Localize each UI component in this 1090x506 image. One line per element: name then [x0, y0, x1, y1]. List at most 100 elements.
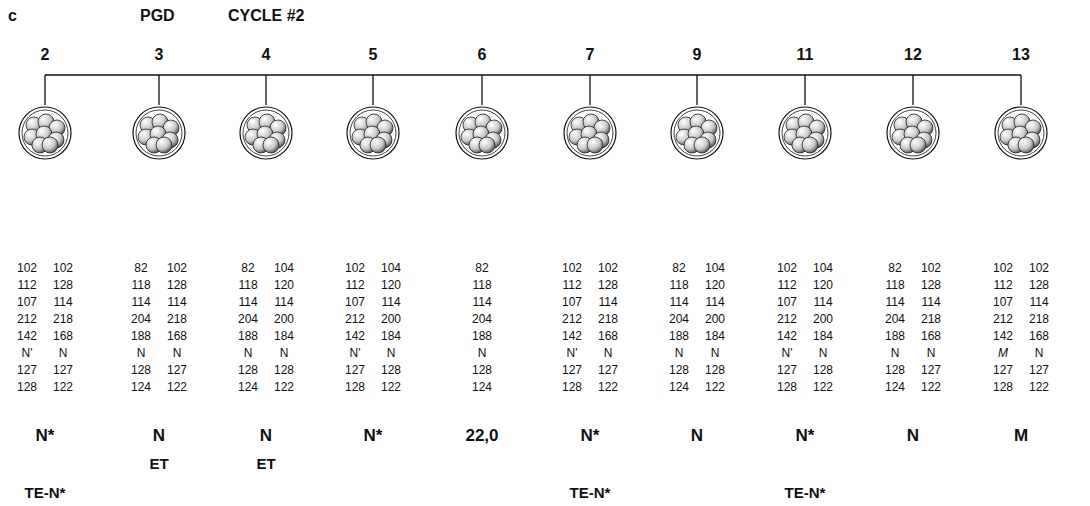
- embryo-icon: [779, 107, 831, 159]
- marker-allele: 107: [17, 296, 37, 308]
- embryo-number: 6: [478, 47, 487, 63]
- marker-allele: 82: [475, 262, 488, 274]
- marker-allele: 124: [238, 381, 258, 393]
- marker-allele: 128: [777, 381, 797, 393]
- descent-line: [158, 75, 159, 105]
- embryo-icon: [19, 107, 71, 159]
- marker-allele: 114: [53, 296, 72, 308]
- marker-allele: 128: [921, 279, 941, 291]
- marker-allele: 212: [345, 313, 365, 325]
- embryo-number: 7: [586, 47, 595, 63]
- marker-allele: 128: [167, 279, 187, 291]
- marker-allele: 188: [885, 330, 905, 342]
- marker-allele: 107: [993, 296, 1013, 308]
- marker-allele: N: [137, 347, 146, 359]
- marker-allele: 102: [921, 262, 941, 274]
- transfer-note: ET: [256, 456, 275, 471]
- marker-allele: N: [387, 347, 396, 359]
- marker-allele: 127: [53, 364, 73, 376]
- descent-line: [372, 75, 373, 105]
- marker-allele: 104: [813, 262, 833, 274]
- diagnosis-result: N: [691, 427, 703, 444]
- marker-allele: 204: [472, 313, 492, 325]
- marker-allele: 142: [562, 330, 582, 342]
- marker-allele: 104: [705, 262, 725, 274]
- marker-allele: 128: [562, 381, 582, 393]
- diagnosis-result: N: [260, 427, 272, 444]
- marker-allele: 188: [472, 330, 492, 342]
- sibship-line: [45, 74, 1021, 75]
- marker-allele: 128: [131, 364, 151, 376]
- marker-allele: 112: [777, 279, 796, 291]
- marker-allele: 127: [598, 364, 618, 376]
- marker-allele: 122: [381, 381, 401, 393]
- marker-allele: 128: [1029, 279, 1049, 291]
- panel-heading: CYCLE #2: [228, 8, 304, 24]
- marker-allele: M: [998, 347, 1008, 359]
- embryo-icon: [995, 107, 1047, 159]
- embryo-number: 2: [41, 47, 50, 63]
- trophectoderm-result: TE-N*: [25, 485, 66, 500]
- marker-allele: 142: [345, 330, 365, 342]
- diagnosis-result: N: [153, 427, 165, 444]
- marker-allele: 204: [885, 313, 905, 325]
- marker-allele: 188: [669, 330, 689, 342]
- descent-line: [265, 75, 266, 105]
- marker-allele: 114: [705, 296, 724, 308]
- marker-allele: 127: [993, 364, 1013, 376]
- marker-allele: 124: [131, 381, 151, 393]
- marker-allele: 102: [17, 262, 37, 274]
- marker-allele: N': [22, 347, 33, 359]
- marker-allele: 112: [345, 279, 364, 291]
- marker-allele: 188: [131, 330, 151, 342]
- marker-allele: 82: [672, 262, 685, 274]
- marker-allele: N: [927, 347, 936, 359]
- marker-allele: 204: [238, 313, 258, 325]
- trophectoderm-result: TE-N*: [570, 485, 611, 500]
- marker-allele: N: [711, 347, 720, 359]
- embryo-icon: [240, 107, 292, 159]
- marker-allele: 168: [598, 330, 618, 342]
- marker-allele: 212: [17, 313, 37, 325]
- marker-allele: 200: [813, 313, 833, 325]
- marker-allele: 128: [238, 364, 258, 376]
- marker-allele: N: [280, 347, 289, 359]
- diagnosis-result: N*: [796, 427, 815, 444]
- marker-allele: 102: [777, 262, 797, 274]
- marker-allele: 122: [813, 381, 833, 393]
- marker-allele: 102: [345, 262, 365, 274]
- marker-allele: 104: [381, 262, 401, 274]
- marker-allele: 128: [17, 381, 37, 393]
- marker-allele: 218: [598, 313, 618, 325]
- marker-allele: 212: [993, 313, 1013, 325]
- marker-allele: 127: [562, 364, 582, 376]
- marker-allele: 120: [381, 279, 401, 291]
- marker-allele: 114: [238, 296, 257, 308]
- marker-allele: 128: [472, 364, 492, 376]
- marker-allele: N: [173, 347, 182, 359]
- marker-allele: 204: [131, 313, 151, 325]
- marker-allele: 102: [53, 262, 73, 274]
- descent-line: [696, 75, 697, 105]
- marker-allele: 112: [993, 279, 1012, 291]
- marker-allele: 218: [167, 313, 187, 325]
- embryo-icon: [887, 107, 939, 159]
- marker-allele: 200: [705, 313, 725, 325]
- embryo-number: 11: [797, 47, 814, 63]
- trophectoderm-result: TE-N*: [785, 485, 826, 500]
- marker-allele: 127: [345, 364, 365, 376]
- marker-allele: 118: [472, 279, 491, 291]
- marker-allele: 122: [1029, 381, 1049, 393]
- panel-letter: c: [8, 8, 17, 24]
- marker-allele: 112: [17, 279, 36, 291]
- embryo-icon: [456, 107, 508, 159]
- marker-allele: N: [59, 347, 68, 359]
- marker-allele: 200: [381, 313, 401, 325]
- marker-allele: 128: [381, 364, 401, 376]
- marker-allele: 120: [705, 279, 725, 291]
- marker-allele: 122: [921, 381, 941, 393]
- marker-allele: 122: [167, 381, 187, 393]
- embryo-number: 5: [369, 47, 378, 63]
- marker-allele: 142: [777, 330, 797, 342]
- marker-allele: 107: [562, 296, 582, 308]
